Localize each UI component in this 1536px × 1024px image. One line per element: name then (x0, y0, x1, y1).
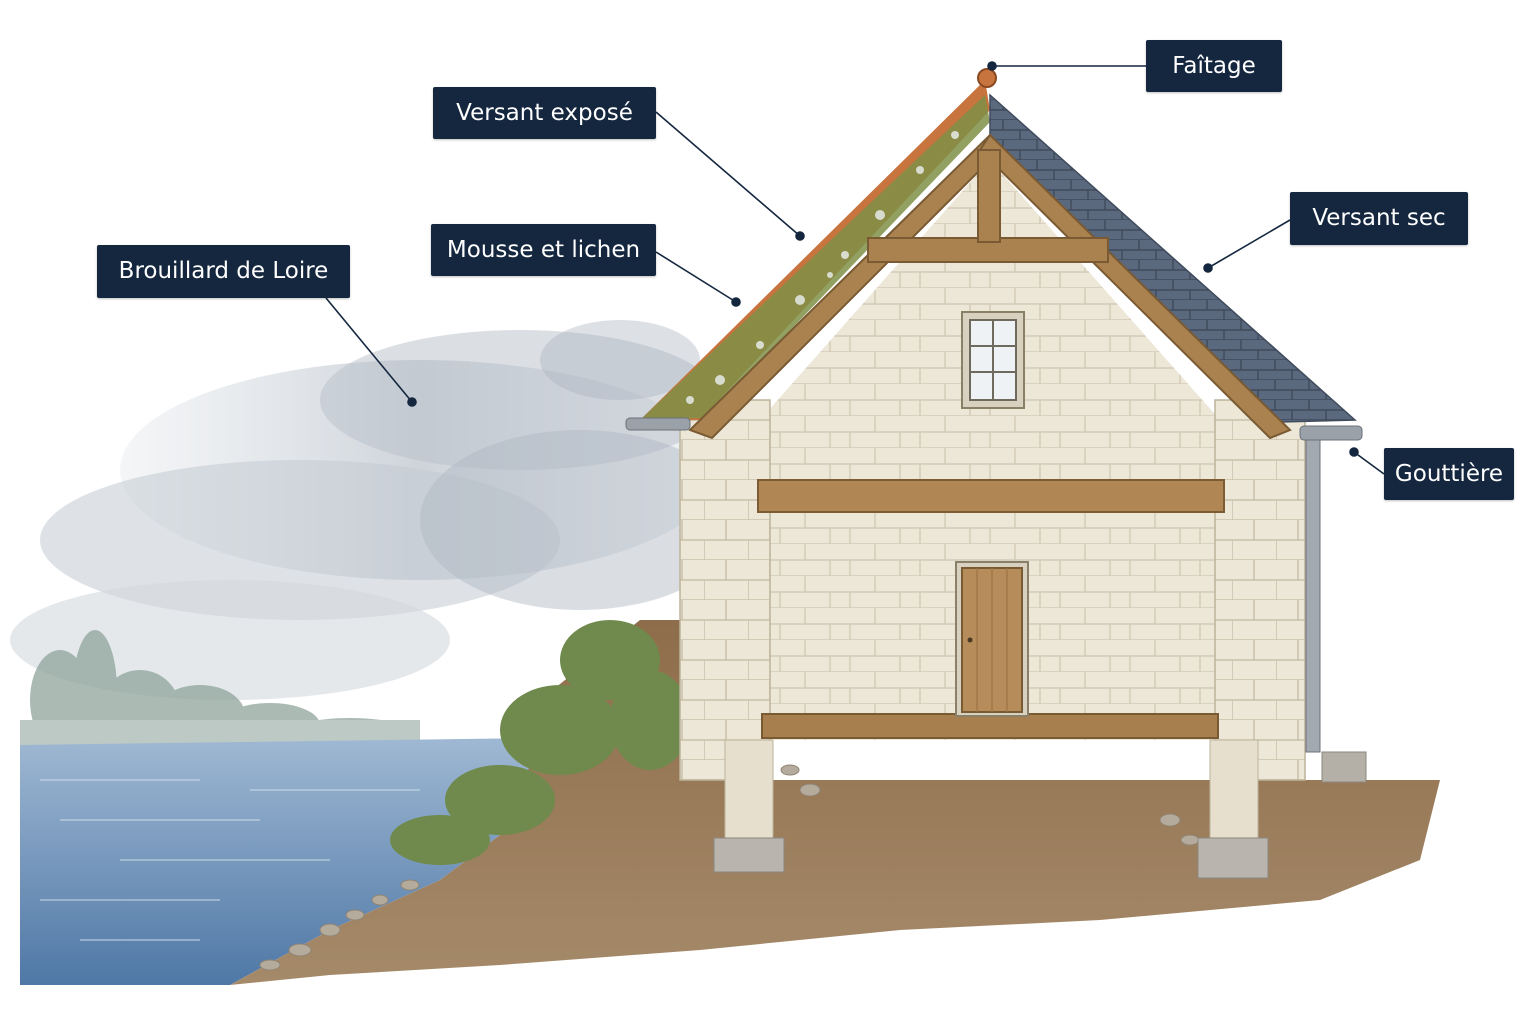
label-gouttiere: Gouttière (1384, 448, 1514, 500)
label-faitage: Faîtage (1146, 40, 1282, 92)
floor-beam (757, 479, 1225, 513)
left-footing (713, 837, 785, 873)
bank-vegetation (390, 620, 690, 865)
label-versant-sec: Versant sec (1290, 192, 1468, 245)
exposed-roof-slope (638, 80, 990, 422)
lichen-spots (686, 131, 959, 404)
label-versant-expose: Versant exposé (433, 87, 656, 139)
moss-and-lichen-layer (640, 95, 990, 420)
gable-wall (760, 160, 1220, 740)
ridge-finial (977, 68, 997, 88)
right-corner-pillar (1214, 399, 1306, 781)
ground-floor-door (955, 561, 1029, 717)
right-foundation-column (1209, 739, 1259, 841)
loire-fog (10, 320, 740, 700)
gutter-and-downpipe (1299, 425, 1367, 783)
left-eave-gutter (625, 417, 691, 431)
riverbank-slope (230, 620, 1440, 985)
ground-floor-deck (761, 713, 1219, 739)
label-mousse-et-lichen: Mousse et lichen (431, 224, 656, 276)
left-foundation-column (724, 739, 774, 841)
leader-lines (325, 61, 1385, 475)
right-footing (1197, 837, 1269, 879)
left-corner-pillar (679, 399, 771, 781)
timber-frame (688, 133, 1292, 440)
bank-pebbles (259, 764, 1200, 971)
attic-window (961, 311, 1025, 409)
river-ripples (40, 779, 420, 941)
label-brouillard-de-loire: Brouillard de Loire (97, 245, 350, 298)
loire-river (20, 738, 540, 985)
